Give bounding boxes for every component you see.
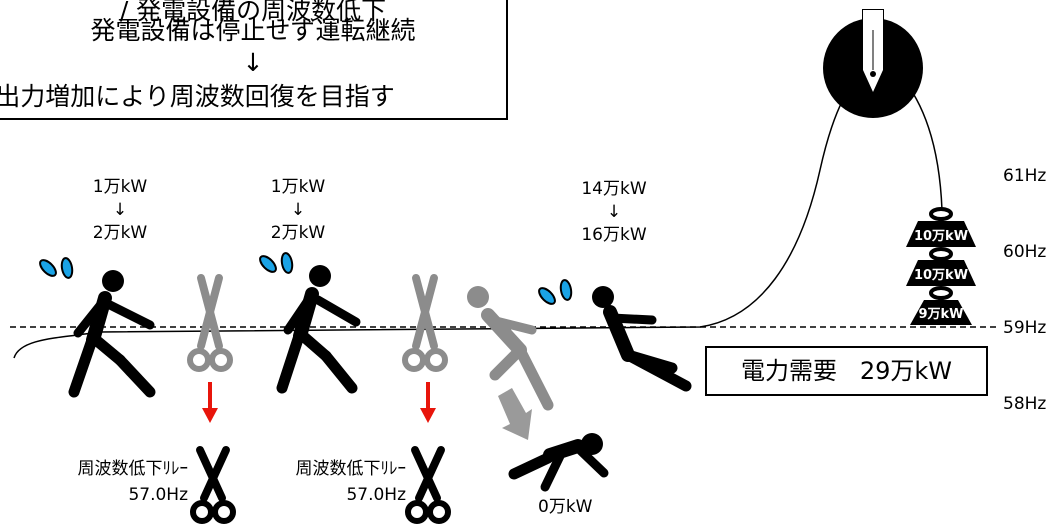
- fallen-generator-person: [508, 433, 609, 492]
- output-after: 2万kW: [92, 223, 148, 243]
- relay-arrow-icon-2: [420, 382, 436, 423]
- output-arrow: ↓: [290, 200, 306, 220]
- generator-person-1: [68, 270, 156, 398]
- output-before: 1万kW: [92, 177, 148, 197]
- generator-person-3: [592, 286, 692, 392]
- relay-arrow-icon-1: [202, 382, 218, 423]
- generator-person-2: [276, 265, 361, 394]
- output-arrow: ↓: [606, 202, 622, 222]
- explanation-box: / 発電設備の周波数低下 発電設備は停止せず運転継続 ↓ 出力増加により周波数回…: [0, 0, 508, 120]
- relay-name: 周波数低下ﾘﾚｰ: [295, 459, 407, 479]
- scissors-cut-icon-2: [405, 446, 451, 524]
- explanation-line-1: / 発電設備の周波数低下: [119, 0, 387, 25]
- frequency-label-61: 61Hz: [1003, 166, 1047, 186]
- weight-block-2: [906, 260, 976, 286]
- relay-setting: 57.0Hz: [346, 485, 406, 505]
- explanation-line-3: 出力増加により周波数回復を目指す: [0, 82, 395, 111]
- explanation-arrow: ↓: [242, 48, 264, 77]
- weight-stack: [906, 207, 976, 325]
- demand-label: 電力需要: [740, 357, 837, 385]
- generator-output-2: 1万kW ↓ 2万kW: [238, 176, 358, 245]
- scissors-open-icon-1: [190, 278, 230, 369]
- weight-block-1: [906, 221, 976, 247]
- pulley-icon: [823, 9, 923, 118]
- demand-value: 29万kW: [859, 357, 953, 385]
- generator-output-1: 1万kW ↓ 2万kW: [60, 176, 180, 245]
- weight-label-1: 10万kW: [914, 229, 968, 244]
- explanation-line-2: 発電設備は停止せず運転継続: [90, 16, 416, 45]
- falling-generator-person: [467, 286, 554, 411]
- weight-label-2: 10万kW: [914, 268, 968, 283]
- sweat-icon-2: [259, 252, 294, 274]
- sweat-icon-3: [538, 279, 573, 305]
- output-after: 16万kW: [581, 225, 647, 245]
- fall-arrow-icon: [498, 388, 532, 440]
- frequency-label-58: 58Hz: [1003, 394, 1047, 414]
- scissors-open-icon-2: [405, 278, 445, 369]
- output-arrow: ↓: [112, 200, 128, 220]
- scissors-cut-icon-1: [190, 446, 236, 524]
- relay-label-2: 周波数低下ﾘﾚｰ 57.0Hz: [258, 456, 407, 508]
- relay-name: 周波数低下ﾘﾚｰ: [77, 459, 189, 479]
- sweat-icon-1: [39, 257, 74, 279]
- output-before: 1万kW: [270, 177, 326, 197]
- frequency-label-59: 59Hz: [1003, 318, 1047, 338]
- relay-setting: 57.0Hz: [128, 485, 188, 505]
- weight-label-3: 9万kW: [918, 307, 963, 322]
- generator-output-3: 14万kW ↓ 16万kW: [554, 178, 674, 247]
- demand-box: 電力需要 29万kW: [705, 346, 988, 396]
- relay-label-1: 周波数低下ﾘﾚｰ 57.0Hz: [40, 456, 189, 508]
- stopped-generator-output: 0万kW: [538, 497, 593, 517]
- output-before: 14万kW: [581, 179, 647, 199]
- weight-block-3: [910, 300, 972, 325]
- frequency-label-60: 60Hz: [1003, 242, 1047, 262]
- output-after: 2万kW: [270, 223, 326, 243]
